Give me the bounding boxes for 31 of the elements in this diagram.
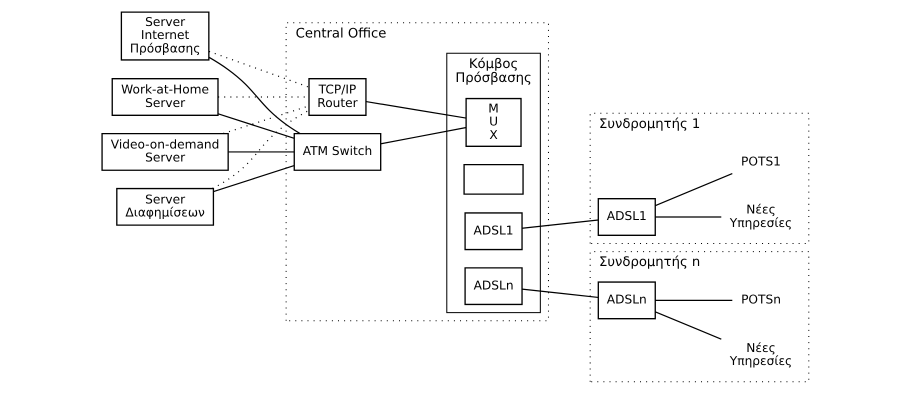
connector	[656, 300, 732, 301]
connector	[212, 110, 310, 189]
node-box: ADSLn	[598, 281, 656, 320]
connector	[656, 216, 722, 218]
node-text: POTSn	[741, 292, 781, 307]
connector	[522, 288, 598, 298]
connector	[223, 105, 309, 134]
connector	[380, 127, 466, 144]
node-box: Work-at-Home Server	[112, 78, 219, 116]
node-box: Video-on-demand Server	[101, 132, 229, 171]
connector	[655, 173, 733, 206]
connector	[218, 113, 294, 139]
connector	[228, 151, 294, 153]
node-box: ATM Switch	[294, 132, 382, 171]
node-box	[463, 164, 524, 195]
node-text: Νέες Υπηρεσίες	[730, 340, 792, 368]
node-box: Server Internet Πρόσβασης	[120, 11, 210, 61]
connector	[208, 50, 310, 88]
node-box: M U X	[465, 98, 522, 147]
node-box: Server Διαφημίσεων	[116, 188, 214, 226]
node-text: POTS1	[741, 154, 781, 168]
connector	[366, 100, 466, 119]
connector	[655, 311, 722, 340]
connector	[213, 164, 294, 192]
node-box: TCP/IP Router	[308, 78, 367, 116]
node-box: ADSLn	[464, 267, 523, 306]
connector	[522, 219, 598, 229]
node-box: ADSL1	[598, 198, 656, 236]
node-text: Νέες Υπηρεσίες	[730, 202, 792, 230]
node-box: ADSL1	[464, 212, 523, 250]
connector	[208, 56, 300, 134]
